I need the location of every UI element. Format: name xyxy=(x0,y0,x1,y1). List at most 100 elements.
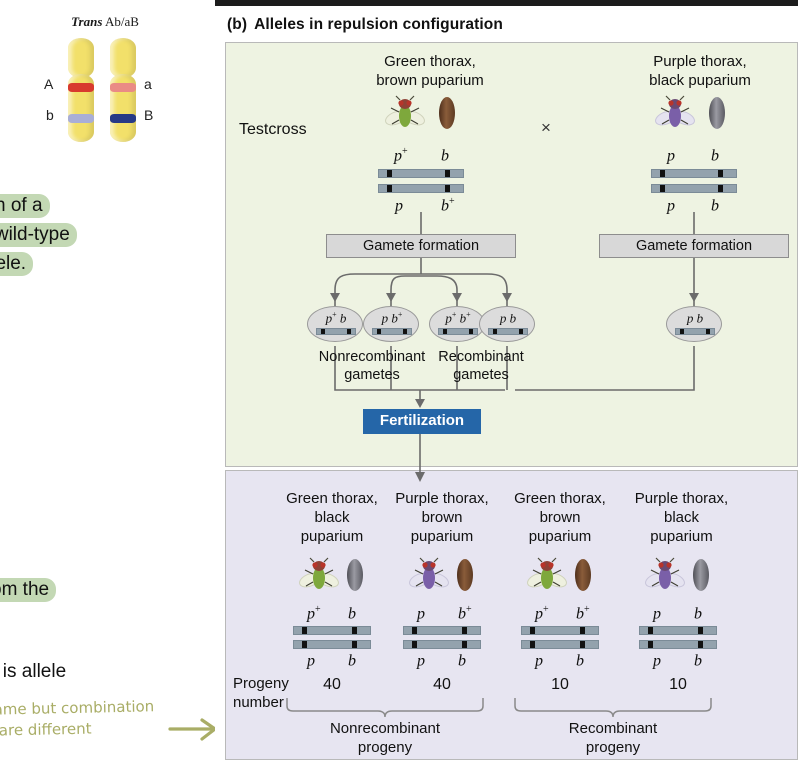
parent-2-top-allele-2: b xyxy=(711,146,719,165)
parent-1-fly-icon xyxy=(385,95,425,127)
progeny-2-bottom-allele-2: b xyxy=(458,651,466,670)
gamete-3-genotype: p+ b+ xyxy=(430,310,486,326)
chromatid-arm-upper xyxy=(68,38,94,78)
chromosome-caption-italic: Trans xyxy=(71,14,103,29)
locus-marker xyxy=(648,627,653,634)
progeny-2-chromosome-top xyxy=(403,626,481,635)
progeny-number-label-line2: number xyxy=(233,694,284,711)
progeny-2-phenotype-line3: puparium xyxy=(410,528,474,545)
parent-2-fly-icon xyxy=(655,95,695,127)
chromatid-arm-upper xyxy=(110,38,136,78)
parent-2-chromosome-top xyxy=(651,169,737,178)
progeny-2-phenotype: Purple thorax, brown puparium xyxy=(383,489,501,546)
handwritten-note-line2: s are different xyxy=(0,719,92,740)
figure-tag: (b) xyxy=(227,16,248,33)
nonrecombinant-progeny-label: Nonrecombinant progeny xyxy=(320,719,450,757)
parent-2-bottom-allele-1: p xyxy=(667,196,675,215)
parent-2-phenotype-line1: Purple thorax, xyxy=(653,53,747,70)
parent-2-phenotype: Purple thorax, black puparium xyxy=(605,52,795,90)
nonrecombinant-gametes-line2: gametes xyxy=(344,367,400,383)
progeny-2-phenotype-line2: brown xyxy=(421,509,463,526)
locus-marker xyxy=(530,641,535,648)
parent-1-pupa-icon xyxy=(439,97,455,129)
cross-symbol: × xyxy=(541,118,551,137)
parent-1-top-allele-2: b xyxy=(441,146,449,165)
gamete-4-chromosome xyxy=(488,328,528,335)
chromosome-label-A: A xyxy=(44,76,54,92)
gamete-2-chromosome xyxy=(372,328,412,335)
allele-letter: p xyxy=(381,310,389,326)
figure-title: (b) Alleles in repulsion configuration xyxy=(227,16,503,34)
band-A xyxy=(68,83,94,92)
parent-2-chromosome-bottom xyxy=(651,184,737,193)
parent-1-bottom-allele-1: p xyxy=(395,196,403,215)
gamete-1-chromosome xyxy=(316,328,356,335)
progeny-1-count: 40 xyxy=(323,676,341,693)
locus-marker xyxy=(580,641,585,648)
allele-superscript: + xyxy=(584,604,590,615)
progeny-2-phenotype-line1: Purple thorax, xyxy=(395,490,489,507)
progeny-4-chromosome-top xyxy=(639,626,717,635)
recombinant-gametes-line1: Recombinant xyxy=(438,349,524,365)
allele-letter: b xyxy=(694,605,702,623)
allele-superscript: + xyxy=(466,310,471,319)
annotation-note-3: llele. xyxy=(0,250,34,277)
progeny-4-phenotype-line1: Purple thorax, xyxy=(634,490,729,507)
allele-letter: b xyxy=(509,310,517,326)
locus-marker xyxy=(530,627,535,634)
locus-marker xyxy=(445,170,450,177)
progeny-3-top-allele-1: p+ xyxy=(535,604,549,623)
locus-marker xyxy=(462,641,467,648)
parent-1-phenotype: Green thorax, brown puparium xyxy=(335,52,525,90)
chromosome-caption: Trans Ab/aB xyxy=(30,14,180,30)
recombinant-progeny-label: Recombinant progeny xyxy=(552,719,674,757)
parent-2-bottom-allele-2: b xyxy=(711,196,719,215)
progeny-4-chromosome-bottom xyxy=(639,640,717,649)
progeny-3-count: 10 xyxy=(551,676,569,693)
gamete-oval-4: p b xyxy=(479,306,535,342)
progeny-number-label-line1: Progeny xyxy=(233,675,289,692)
allele-letter: p xyxy=(394,147,402,165)
progeny-3-fly-icon xyxy=(527,557,567,589)
allele-letter: p xyxy=(686,310,694,326)
allele-superscript: + xyxy=(397,310,403,319)
handwritten-note-line1: same but combination xyxy=(0,697,155,719)
progeny-3-chromosome-bottom xyxy=(521,640,599,649)
chromosome-caption-rest: Ab/aB xyxy=(104,14,139,29)
figure-title-text: Alleles in repulsion configuration xyxy=(254,16,503,33)
locus-marker xyxy=(648,641,653,648)
progeny-4-top-allele-2: b xyxy=(694,604,702,623)
progeny-1-phenotype-line3: puparium xyxy=(300,528,364,545)
locus-marker xyxy=(718,185,723,192)
locus-marker xyxy=(698,627,703,634)
annotation-note-3-text: llele. xyxy=(0,252,34,276)
allele-letter: b xyxy=(696,310,704,326)
allele-letter: b xyxy=(348,605,356,623)
progeny-1-bottom-allele-1: p xyxy=(307,651,315,670)
locus-marker xyxy=(412,627,417,634)
gamete-4-genotype: p b xyxy=(480,310,536,326)
allele-superscript: + xyxy=(451,310,457,319)
progeny-3-phenotype-line3: puparium xyxy=(528,528,592,545)
progeny-2-top-allele-2: b+ xyxy=(458,604,472,623)
annotation-note-5: s is allele xyxy=(0,658,66,685)
allele-superscript: + xyxy=(315,604,321,615)
annotation-note-1-text: n of a xyxy=(0,194,50,218)
progeny-3-phenotype-line1: Green thorax, xyxy=(514,490,606,507)
annotation-note-4-text: om the xyxy=(0,578,57,602)
progeny-4-phenotype-line2: black xyxy=(663,509,700,526)
chromosome-label-b: b xyxy=(46,107,54,123)
progeny-4-bottom-allele-1: p xyxy=(653,651,661,670)
allele-letter: p xyxy=(417,652,425,670)
allele-letter: p xyxy=(653,652,661,670)
allele-letter: p xyxy=(417,605,425,623)
progeny-4-phenotype-line3: puparium xyxy=(650,528,713,545)
trans-chromosome-figure: Trans Ab/aB A b a B xyxy=(30,14,180,154)
parent-2-phenotype-line2: black puparium xyxy=(649,72,751,89)
allele-superscript: + xyxy=(449,196,455,207)
testcross-label: Testcross xyxy=(239,121,307,138)
progeny-number-label: Progeny number xyxy=(233,674,289,712)
parent-1-phenotype-line2: brown puparium xyxy=(376,72,484,89)
progeny-2-count: 40 xyxy=(433,676,451,693)
nonrecombinant-progeny-line2: progeny xyxy=(357,739,413,756)
